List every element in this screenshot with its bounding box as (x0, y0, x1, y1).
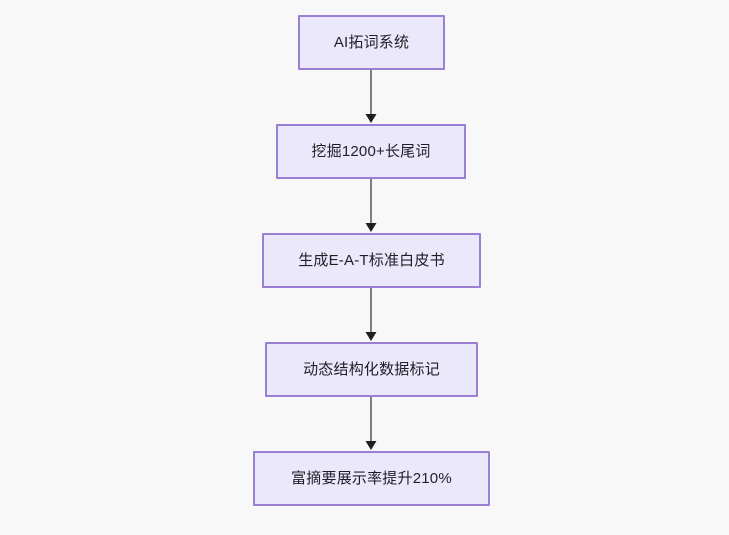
flowchart-node-label: 富摘要展示率提升210% (291, 470, 452, 487)
flowchart-node-label: 动态结构化数据标记 (303, 361, 440, 378)
flowchart-node-n5[interactable]: 富摘要展示率提升210% (253, 451, 490, 506)
flowchart-node-n3[interactable]: 生成E-A-T标准白皮书 (262, 233, 481, 288)
edge-arrowhead (365, 223, 377, 232)
flowchart-node-label: AI拓词系统 (333, 34, 410, 51)
flowchart-node-label: 生成E-A-T标准白皮书 (298, 252, 445, 269)
edge-arrowhead (365, 114, 377, 123)
edge-arrowhead (365, 441, 377, 450)
flowchart-node-label: 挖掘1200+长尾词 (311, 143, 431, 160)
flowchart-node-n2[interactable]: 挖掘1200+长尾词 (276, 124, 466, 179)
flowchart-node-n4[interactable]: 动态结构化数据标记 (265, 342, 478, 397)
flowchart-node-n1[interactable]: AI拓词系统 (298, 15, 445, 70)
edge-arrowhead (365, 332, 377, 341)
